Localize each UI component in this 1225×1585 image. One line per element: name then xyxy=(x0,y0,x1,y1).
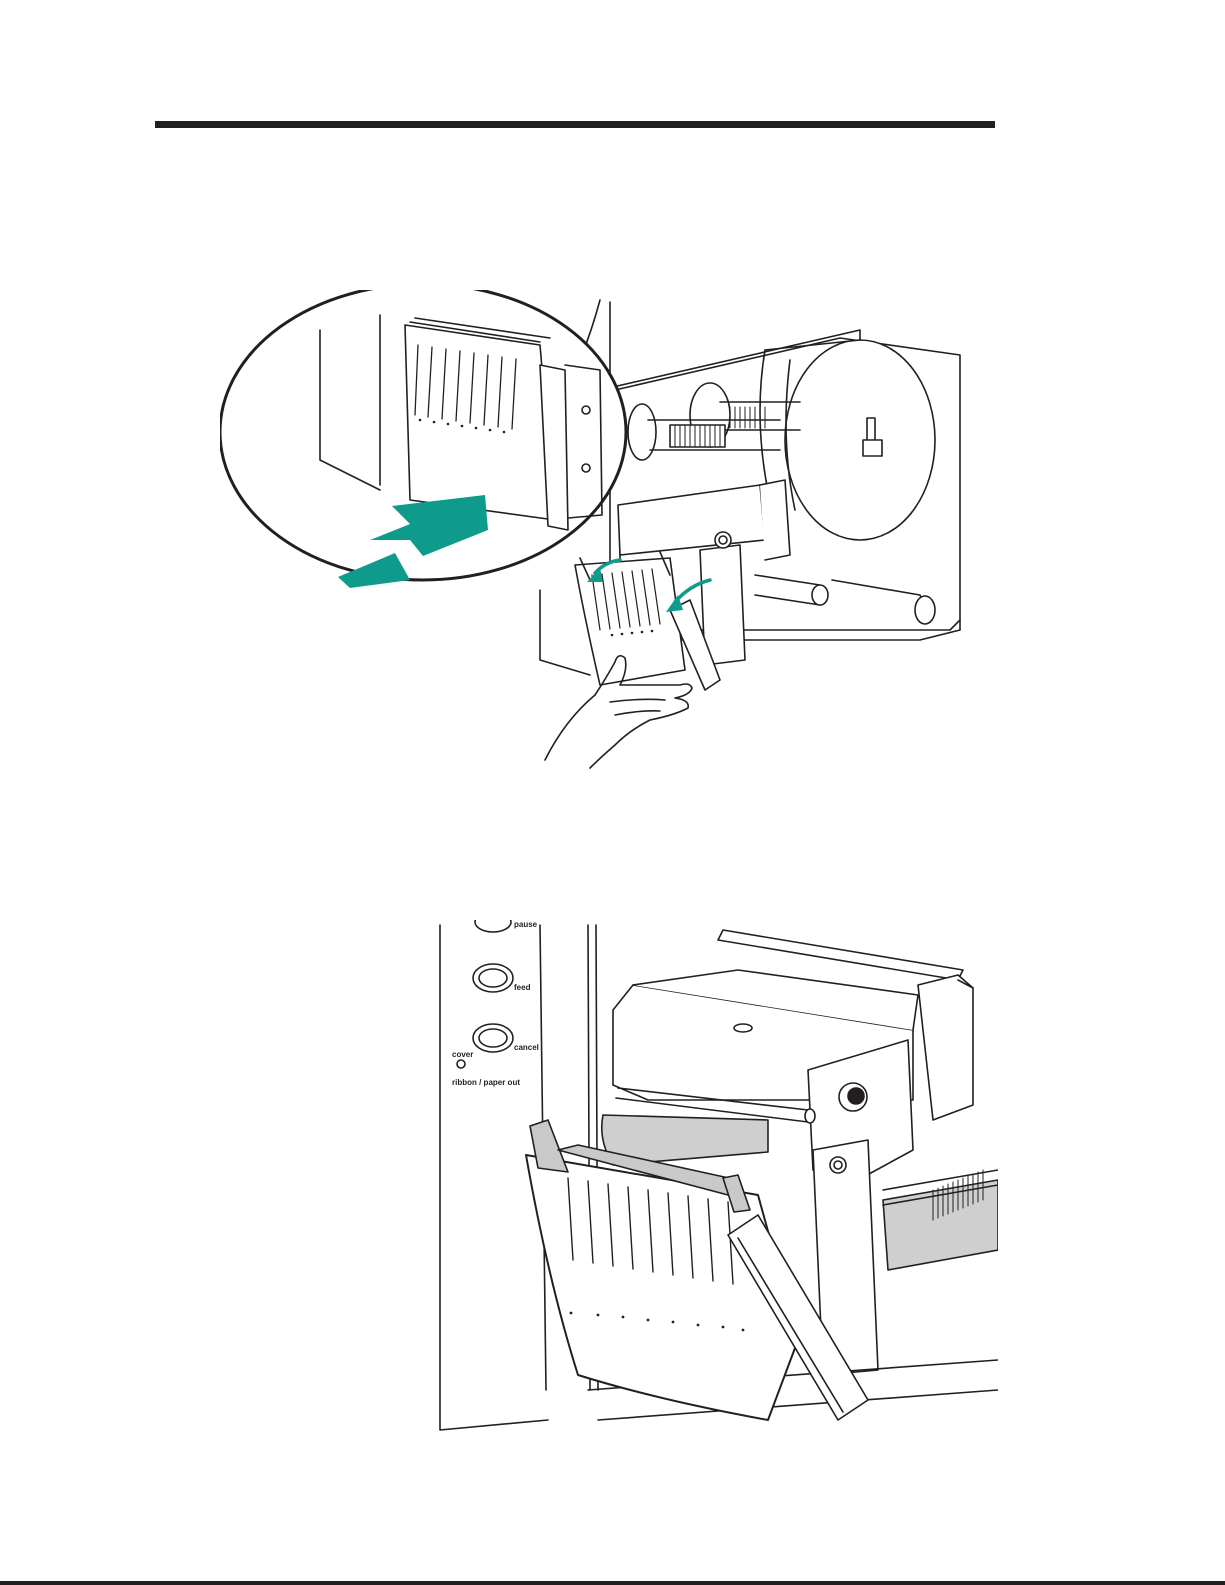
figure-open-front-panel xyxy=(220,290,980,775)
feed-label: feed xyxy=(514,983,531,992)
printer-illustration-2: pause feed cancel cover ribbon / paper o… xyxy=(438,920,998,1460)
figure-front-panel-open: pause feed cancel cover ribbon / paper o… xyxy=(438,920,998,1460)
cancel-label: cancel xyxy=(514,1043,539,1052)
footer-rule xyxy=(0,1581,1225,1585)
header-rule xyxy=(155,121,995,128)
ribbon-paper-out-label: ribbon / paper out xyxy=(452,1078,520,1087)
printer-illustration-1 xyxy=(220,290,980,775)
pause-label: pause xyxy=(514,920,538,929)
cover-label: cover xyxy=(452,1050,473,1059)
